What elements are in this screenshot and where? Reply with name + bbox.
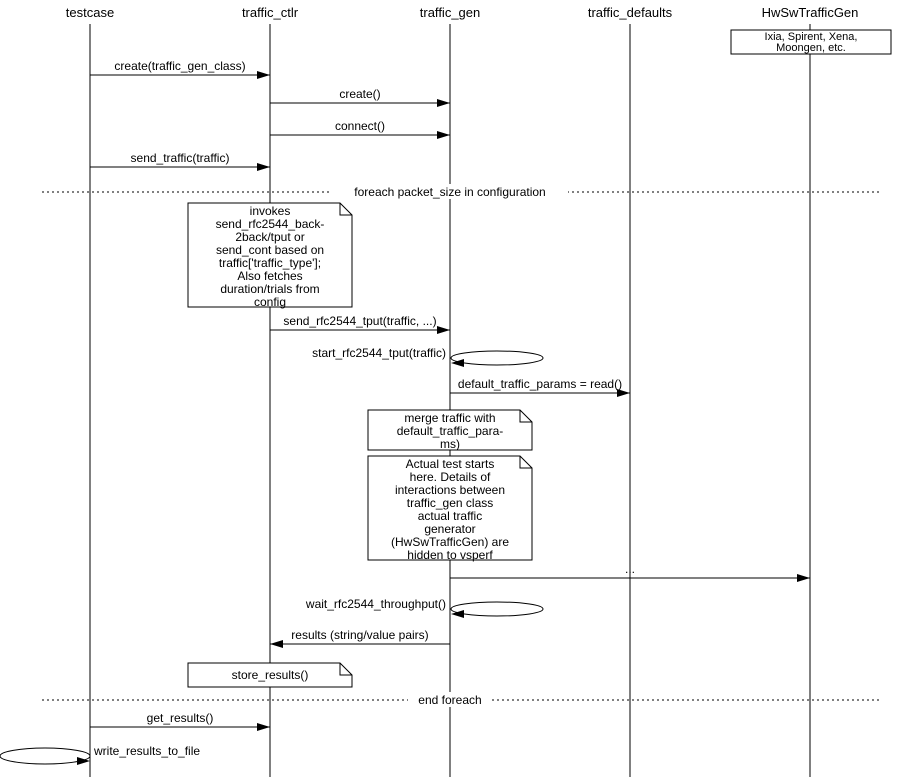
message-get-results: get_results() [90,711,270,731]
message-create: create() [270,87,450,107]
message-label: send_rfc2544_tput(traffic, ...) [283,314,436,328]
self-loop [450,350,544,366]
note-line: invokes [250,204,291,218]
message-label: default_traffic_params = read() [458,377,622,391]
divider-foreach-end: end foreach [42,692,882,707]
arrow-head [451,359,464,367]
message-default-read: default_traffic_params = read() [450,377,630,397]
note-line: hidden to vsperf [407,548,493,562]
arrow-head [617,389,630,397]
note-box [367,409,533,451]
note-fold [519,410,532,423]
note-line: duration/trials from [220,282,319,296]
lifelines [89,24,811,777]
note-merge: merge traffic with default_traffic_para-… [367,409,533,451]
participant-traffic-defaults: traffic_defaults [588,5,673,20]
note-box [367,455,533,561]
message-label: get_results() [147,711,214,725]
message-label: send_traffic(traffic) [131,151,230,165]
message-results: results (string/value pairs) [270,628,450,648]
note-box [730,29,892,55]
note-line: send_rfc2544_back- [216,217,325,231]
arrow-head [77,757,90,765]
note-line: traffic['traffic_type']; [219,256,321,270]
hwswtrafficgen-box: Ixia, Spirent, Xena, Moongen, etc. [730,29,892,55]
note-fold [339,203,352,216]
note-fold [339,663,352,676]
message-label: create(traffic_gen_class) [114,59,245,73]
divider-label: foreach packet_size in configuration [354,185,545,199]
message-label: wait_rfc2544_throughput() [305,597,446,611]
arrow-head [797,574,810,582]
hw-box-line1: Ixia, Spirent, Xena, [765,31,858,43]
message-create-class: create(traffic_gen_class) [90,59,270,79]
hw-box-line2: Moongen, etc. [776,42,846,54]
message-hw-interaction: ... [450,562,810,582]
note-line: here. Details of [410,470,491,484]
message-label: write_results_to_file [93,744,200,758]
message-send-rfc2544-tput: send_rfc2544_tput(traffic, ...) [270,314,450,334]
message-label: connect() [335,119,385,133]
arrow-head [257,723,270,731]
note-line: (HwSwTrafficGen) are [391,535,509,549]
note-line: send_cont based on [216,243,324,257]
note-line: store_results() [232,668,309,682]
message-connect: connect() [270,119,450,139]
note-fold [519,456,532,469]
note-line: ms) [440,437,460,451]
participant-hwswtrafficgen: HwSwTrafficGen [762,5,859,20]
note-line: actual traffic [418,509,482,523]
arrow-head [257,71,270,79]
arrow-head [451,610,464,618]
note-line: generator [424,522,475,536]
note-line: Also fetches [237,269,302,283]
note-line: traffic_gen class [407,496,494,510]
participant-traffic-ctlr: traffic_ctlr [242,5,299,20]
participant-traffic-gen: traffic_gen [420,5,480,20]
message-label: results (string/value pairs) [291,628,428,642]
note-invokes: invokes send_rfc2544_back- 2back/tput or… [187,202,353,309]
self-loop [450,601,544,617]
divider-foreach-start: foreach packet_size in configuration [42,184,882,199]
note-line: 2back/tput or [235,230,304,244]
self-message-wait-throughput: wait_rfc2544_throughput() [305,597,544,618]
note-line: config [254,295,286,309]
message-label: ... [625,562,635,576]
note-line: merge traffic with [404,411,495,425]
note-line: Actual test starts [406,457,495,471]
note-line: default_traffic_para- [397,424,504,438]
self-message-write-results: write_results_to_file [0,744,200,765]
arrow-head [270,640,283,648]
arrow-head [437,99,450,107]
arrow-head [437,326,450,334]
arrow-head [437,131,450,139]
divider-bg [408,692,492,707]
divider-bg [332,184,568,199]
note-box [187,202,353,308]
message-label: start_rfc2544_tput(traffic) [312,346,446,360]
note-actual-test: Actual test starts here. Details of inte… [367,455,533,562]
note-store-results: store_results() [187,662,353,688]
self-loop [0,747,91,765]
note-line: interactions between [395,483,505,497]
arrow-head [257,163,270,171]
participant-testcase: testcase [66,5,114,20]
divider-label: end foreach [418,693,481,707]
self-message-start-rfc2544-tput: start_rfc2544_tput(traffic) [312,346,544,367]
note-box [187,662,353,688]
message-label: create() [339,87,380,101]
message-send-traffic: send_traffic(traffic) [90,151,270,171]
